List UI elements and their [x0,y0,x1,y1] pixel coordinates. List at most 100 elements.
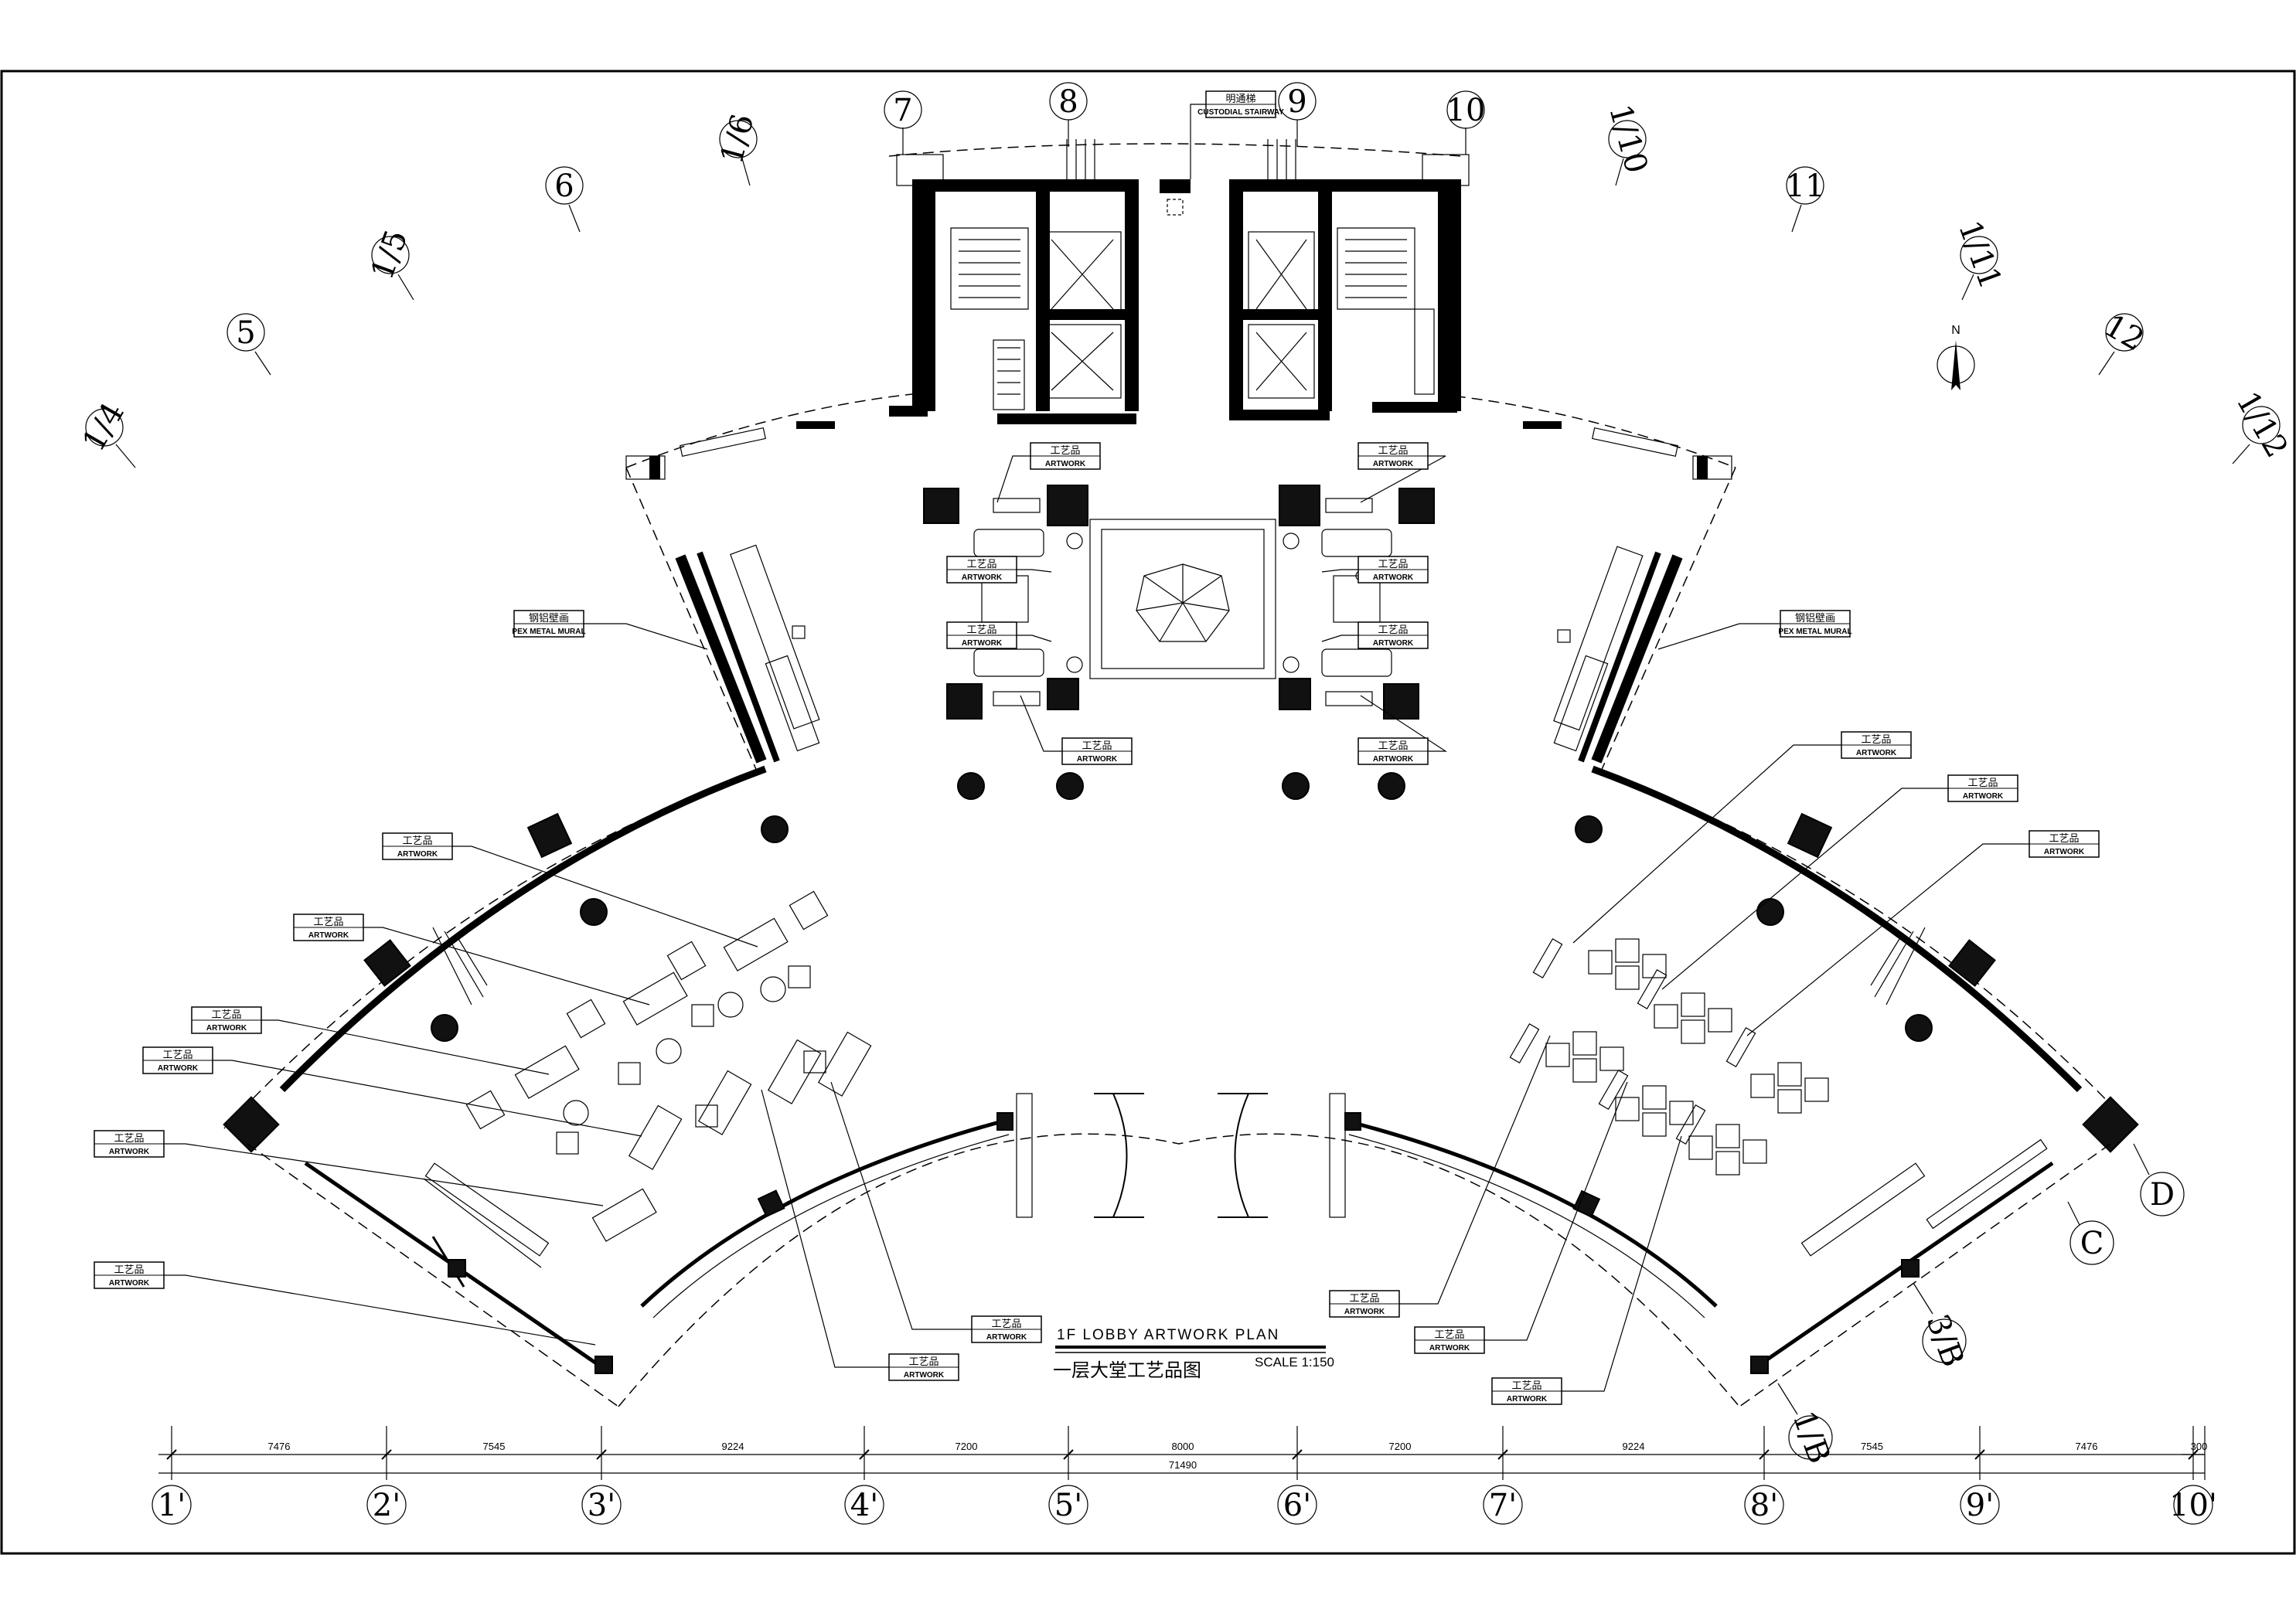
artwork-tag-en: ARTWORK [1373,573,1414,582]
artwork-tag-cn: 工艺品 [1082,740,1112,752]
artwork-tag-en: ARTWORK [1429,1344,1470,1352]
artwork-tag-cn: 工艺品 [1434,1329,1464,1341]
grid-label-1-B: 1/B [1786,1407,1838,1468]
artwork-tag-cn: 工艺品 [2049,833,2079,845]
artwork-tag-cn: 工艺品 [1349,1293,1379,1305]
grid-label-1-12: 1/12 [2229,386,2294,464]
artwork-tag-cn: 工艺品 [991,1318,1021,1330]
grid-label-5: 5 [236,315,255,351]
grid-bubble-6 [545,166,584,205]
artwork-tags: 工艺品 ARTWORK 工艺品 ARTWORK 工艺品 ARTWORK 工艺品 ARTWORK… [94,442,2100,1405]
dimension-span: 7545 [1861,1441,1883,1452]
axis-bubble-label: 10' [2169,1488,2217,1523]
artwork-tag-en: ARTWORK [1344,1308,1385,1316]
axis-bubble-label: 6' [1283,1488,1311,1523]
grid-label-12: 12 [2098,308,2150,358]
artwork-tag-en: ARTWORK [1373,639,1414,648]
artwork-tag-cn: 工艺品 [114,1264,144,1276]
artwork-tag-cn: 工艺品 [966,559,996,570]
grid-label-11: 11 [1786,168,1825,204]
artwork-tag-cn: 工艺品 [211,1009,241,1021]
grid-bubble-1-10 [1608,120,1647,158]
artwork-tag-en: ARTWORK [1856,749,1897,757]
axis-bubble-label: 2' [373,1488,400,1523]
dimension-span: 300 [2191,1441,2208,1452]
axis-bubble-label: 4' [850,1488,878,1523]
grid-bubbles-top: 7 8 9 10 1/6 6 1/5 5 1/4 1/10 11 1/11 [76,82,2294,468]
dimension-span: 9224 [1623,1441,1645,1452]
grid-bubble-D [2140,1172,2185,1216]
custodial-en: CUSTODIAL STAIRWAY [1197,108,1284,117]
left-mural-en: PEX METAL MURAL [512,628,585,636]
right-mural-cn: 钢铝壁画 [1795,613,1835,624]
artwork-tag-cn: 工艺品 [966,624,996,636]
grid-label-8: 8 [1058,84,1078,120]
tag-right-mural: 钢铝壁画 PEX METAL MURAL [1657,610,1852,650]
grid-bubble-10 [1446,90,1485,129]
grid-bubble-3-B [1922,1318,1967,1363]
grid-label-1-4: 1/4 [76,396,131,458]
title-english: 1F LOBBY ARTWORK PLAN [1057,1327,1279,1343]
dimension-total: 71490 [1169,1459,1197,1471]
grid-bubble-12 [2105,313,2144,352]
artwork-tag: 工艺品 ARTWORK [946,556,1052,584]
artwork-tag: 工艺品 ARTWORK [191,1006,550,1075]
grid-label-9: 9 [1287,84,1306,120]
artwork-tag-cn: 工艺品 [114,1133,144,1145]
grid-bubble-1-12 [2242,406,2281,444]
north-label: N [1951,324,1960,337]
artwork-tag-cn: 工艺品 [162,1050,192,1061]
grid-bubbles-side: D C 3/B 1/B [1777,1143,2185,1468]
artwork-tag-cn: 工艺品 [402,835,432,847]
artwork-tag-en: ARTWORK [158,1064,199,1073]
artwork-tag: 工艺品 ARTWORK [946,621,1052,649]
grid-bubble-1-B [1788,1415,1833,1460]
axis-bubble-label: 5' [1054,1488,1082,1523]
artwork-tag-cn: 工艺品 [1378,445,1408,457]
artwork-tag-cn: 工艺品 [1378,624,1408,636]
title-block: 1F LOBBY ARTWORK PLAN 一层大堂工艺品图 SCALE 1:1… [1053,1327,1334,1381]
grid-label-1-10: 1/10 [1602,100,1654,177]
grid-label-1-11: 1/11 [1951,216,2008,294]
title-scale: SCALE 1:150 [1255,1355,1334,1370]
axis-bubble-label: 3' [588,1488,615,1523]
dimension-span: 7200 [956,1441,978,1452]
artwork-tag-en: ARTWORK [109,1148,150,1156]
dimension-span: 8000 [1172,1441,1194,1452]
artwork-tag-en: ARTWORK [1045,460,1086,468]
grid-label-1-6: 1/6 [714,111,761,168]
artwork-tag-cn: 工艺品 [908,1356,938,1368]
right-seating-area [1509,938,1829,1176]
grid-label-D: D [2150,1177,2175,1213]
artwork-tag: 工艺品 ARTWORK [1020,695,1133,765]
grid-bubble-8 [1049,82,1088,121]
artwork-tag-en: ARTWORK [397,850,438,859]
artwork-tag-en: ARTWORK [1373,755,1414,764]
tag-left-mural: 钢铝壁画 PEX METAL MURAL [512,610,708,650]
grid-label-7: 7 [893,93,912,128]
artwork-tag: 工艺品 ARTWORK [142,1046,642,1137]
artwork-tag-en: ARTWORK [1077,755,1118,764]
dimension-span: 7476 [2076,1441,2098,1452]
artwork-tag-en: ARTWORK [962,639,1003,648]
core-block [888,139,1470,424]
axis-bubble-label: 9' [1966,1488,1994,1523]
right-mural-en: PEX METAL MURAL [1778,628,1851,636]
left-seating-area [465,890,872,1242]
artwork-tag-en: ARTWORK [206,1024,247,1033]
grid-bubble-1-5 [371,236,410,274]
title-chinese: 一层大堂工艺品图 [1053,1359,1201,1381]
artwork-tag-en: ARTWORK [962,573,1003,582]
dimension-span: 9224 [722,1441,744,1452]
dimension-span: 7476 [268,1441,291,1452]
artwork-tag-en: ARTWORK [2044,848,2085,856]
axis-bubble-label: 1' [158,1488,186,1523]
artwork-tag: 工艺品 ARTWORK [382,832,758,948]
